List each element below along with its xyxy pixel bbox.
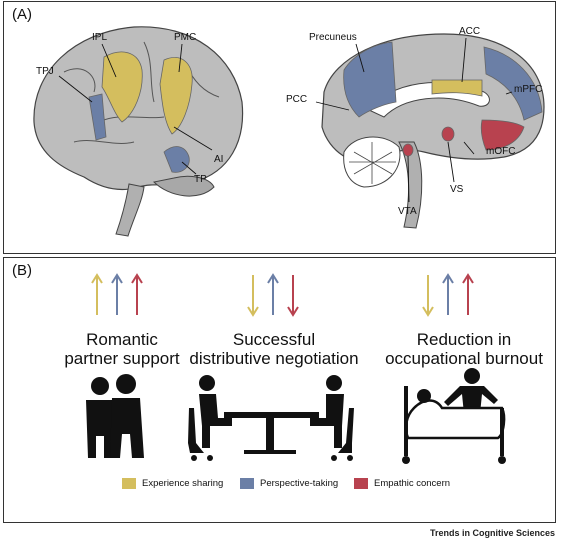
legend-label-perspective: Perspective-taking (260, 478, 339, 489)
legend-item-experience: Experience sharing (122, 478, 223, 489)
legend-item-empathic: Empathic concern (354, 478, 450, 489)
ipl-region (101, 51, 143, 123)
outcome-3-line1: Reduction in (416, 330, 512, 349)
vta-region (402, 143, 414, 157)
tp-region (163, 146, 190, 173)
outcome-2-line2: distributive negotiation (189, 349, 359, 368)
lateral-brain: IPL PMC TPJ AI TP (33, 26, 244, 237)
outcome-title-3: Reduction in occupational burnout (369, 330, 559, 368)
tpj-region (88, 93, 107, 141)
pmc-region (159, 57, 193, 135)
arrow-experience-down (422, 275, 434, 317)
precuneus-region (343, 41, 397, 118)
legend-label-experience: Experience sharing (142, 478, 224, 489)
label-vta: VTA (398, 206, 417, 217)
label-ipl: IPL (92, 32, 107, 43)
outcome-title-1: Romantic partner support (52, 330, 192, 368)
label-tpj: TPJ (36, 66, 54, 77)
arrow-perspective-up (111, 273, 123, 315)
medial-brain: Precuneus ACC mPFC PCC mOFC VS VTA (286, 26, 545, 229)
label-pcc: PCC (286, 94, 307, 105)
label-vs: VS (450, 184, 464, 195)
outcome-3-line2: occupational burnout (385, 349, 543, 368)
legend-swatch-empathic (354, 478, 368, 489)
label-pmc: PMC (174, 32, 196, 43)
doctor-patient-icon (402, 368, 506, 464)
outcome-title-2: Successful distributive negotiation (174, 330, 374, 368)
arrow-perspective-up (267, 273, 279, 315)
arrow-empathic-up (462, 273, 474, 315)
outcome-2-line1: Successful (232, 330, 316, 349)
acc-region (431, 79, 483, 97)
label-ai: AI (214, 154, 223, 165)
vs-region (441, 126, 455, 142)
arrow-empathic-up (131, 273, 143, 315)
label-precuneus: Precuneus (309, 32, 357, 43)
label-tp: TP (194, 174, 207, 185)
arrow-empathic-down (287, 275, 299, 317)
panel-a: (A) IPL PMC TPJ AI TP (3, 1, 556, 254)
mpfc-region (483, 46, 543, 121)
outcome-1-line2: partner support (64, 349, 180, 368)
label-acc: ACC (459, 26, 480, 37)
journal-footer: Trends in Cognitive Sciences (429, 528, 555, 538)
couple-icon (86, 374, 144, 458)
label-mpfc: mPFC (514, 84, 542, 95)
panel-b-label: (B) (12, 262, 32, 279)
arrow-experience-up (91, 273, 103, 315)
arrow-experience-down (247, 275, 259, 317)
panel-a-label: (A) (12, 6, 32, 23)
legend-item-perspective: Perspective-taking (240, 478, 338, 489)
legend-swatch-perspective (240, 478, 254, 489)
panel-b: (B) (3, 257, 556, 523)
legend-swatch-experience (122, 478, 136, 489)
outcome-1-line1: Romantic (86, 330, 158, 349)
mofc-region (480, 119, 525, 151)
brain-figure: IPL PMC TPJ AI TP (33, 26, 545, 237)
arrow-perspective-up (442, 273, 454, 315)
negotiation-icon (188, 375, 354, 461)
arrows-and-icons (86, 273, 506, 464)
label-mofc: mOFC (486, 146, 515, 157)
legend-label-empathic: Empathic concern (374, 478, 451, 489)
